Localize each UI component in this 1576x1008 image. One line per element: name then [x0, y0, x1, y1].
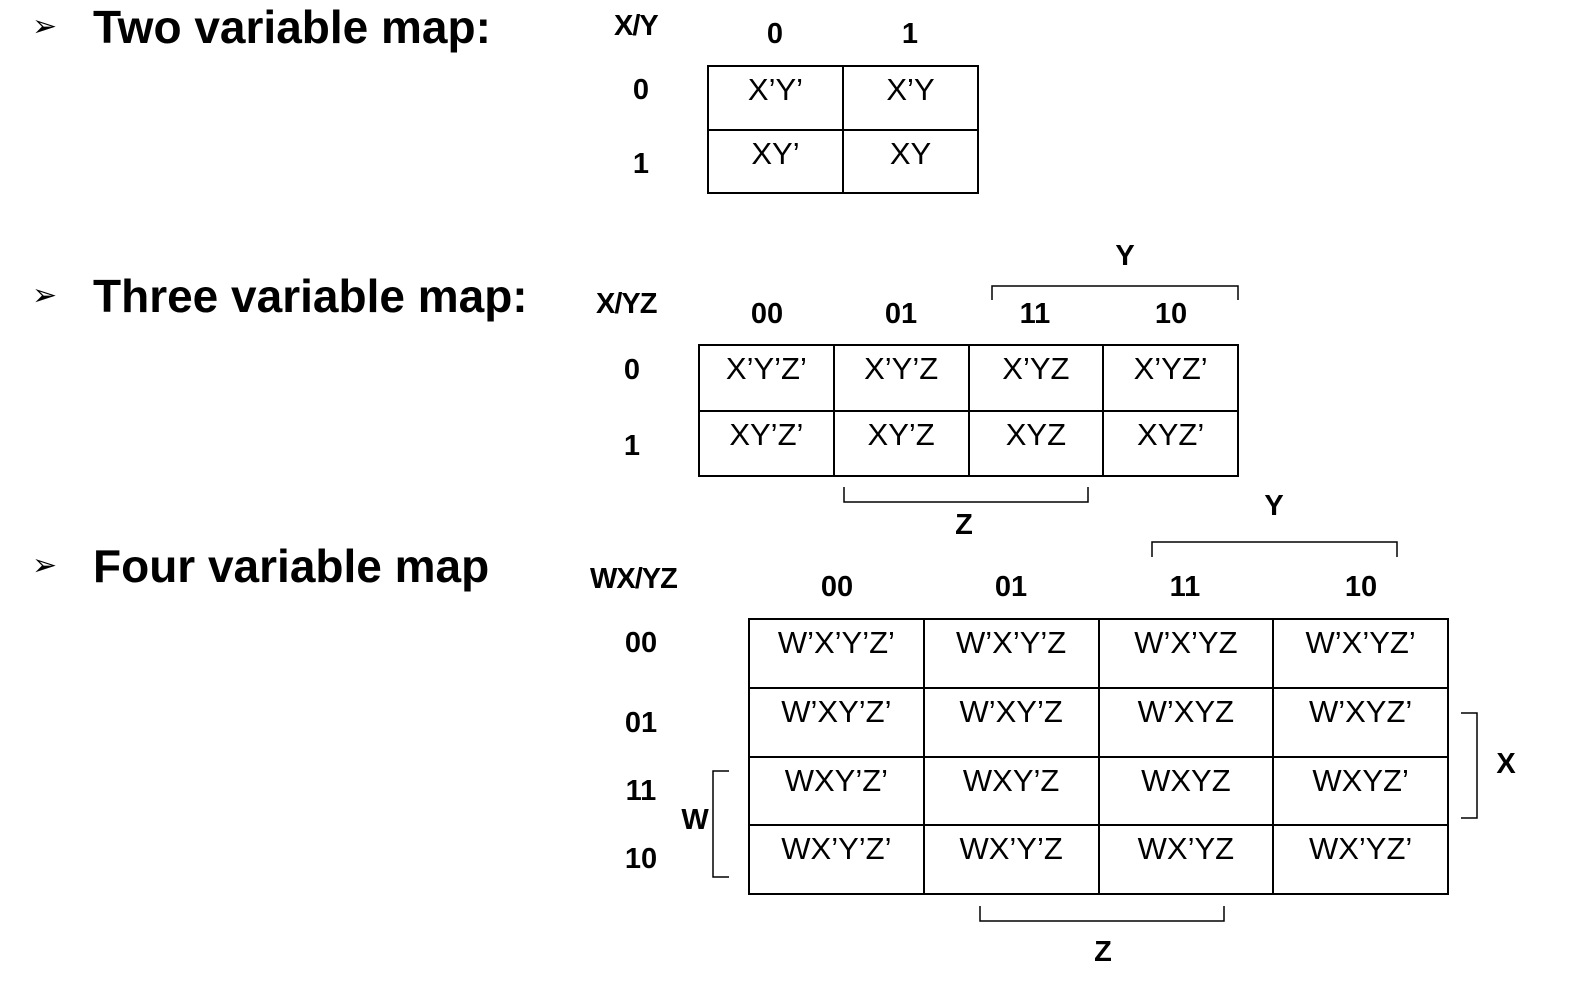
kmap-cell: WX’Y’Z	[922, 824, 1100, 895]
z-bracket-line	[979, 906, 1225, 922]
row-header: 1	[623, 430, 641, 462]
kmap-cell: W’XYZ’	[1272, 686, 1449, 758]
col-header: 1	[901, 18, 919, 50]
kmap-cell: XY’	[707, 128, 844, 194]
row-header: 10	[624, 843, 658, 875]
kmap-cell: X’YZ	[967, 344, 1105, 412]
row-header: 00	[624, 627, 658, 659]
z-bracket-label: Z	[955, 509, 973, 541]
col-header: 0	[766, 18, 784, 50]
kmap-cell: WX’Y’Z’	[748, 824, 925, 895]
three-variable-heading: Three variable map:	[93, 270, 528, 322]
kmap-cell: WXYZ	[1097, 755, 1275, 827]
z-bracket-line	[843, 487, 1089, 503]
kmap-cell: W’X’YZ’	[1272, 618, 1449, 689]
col-header: 11	[1169, 571, 1201, 603]
col-header: 00	[820, 571, 854, 603]
row-header: 01	[624, 707, 658, 739]
bullet-arrow-icon: ➢	[32, 9, 58, 44]
kmap-cell: XYZ’	[1102, 409, 1239, 477]
w-bracket-label: W	[681, 804, 709, 836]
kmap-cell: XYZ	[967, 409, 1105, 477]
bullet-arrow-icon: ➢	[32, 278, 58, 313]
y-bracket-label: Y	[1115, 240, 1135, 272]
z-bracket-label: Z	[1094, 936, 1112, 968]
kmap-cell: W’XYZ	[1097, 686, 1275, 758]
col-header: 00	[750, 298, 784, 330]
four-variable-heading: Four variable map	[93, 540, 490, 592]
w-bracket-line	[712, 770, 729, 878]
two-variable-kmap: X’Y’ X’Y XY’ XY	[707, 65, 979, 194]
y-bracket-line	[991, 285, 1239, 300]
kmap-cell: XY	[842, 128, 979, 194]
col-header: 01	[994, 571, 1028, 603]
col-header: 10	[1154, 298, 1188, 330]
kmap-cell: W’X’Y’Z’	[748, 618, 925, 689]
row-header: 0	[623, 354, 641, 386]
row-header: 0	[632, 74, 650, 106]
x-bracket-label: X	[1496, 748, 1516, 780]
kmap-cell: W’X’YZ	[1097, 618, 1275, 689]
three-variable-kmap: X’Y’Z’ X’Y’Z X’YZ X’YZ’ XY’Z’ XY’Z XYZ X…	[698, 344, 1239, 477]
kmap-cell: X’Y’	[707, 65, 844, 131]
four-variable-corner-label: WX/YZ	[590, 563, 678, 595]
kmap-cell: WXY’Z	[922, 755, 1100, 827]
kmap-cell: W’X’Y’Z	[922, 618, 1100, 689]
row-header: 1	[632, 148, 650, 180]
kmap-cell: W’XY’Z	[922, 686, 1100, 758]
x-bracket-line	[1461, 712, 1478, 819]
y-bracket-line	[1151, 541, 1398, 557]
y-bracket-label: Y	[1264, 490, 1284, 522]
col-header: 01	[884, 298, 918, 330]
kmap-cell: XY’Z’	[698, 409, 835, 477]
col-header: 10	[1344, 571, 1378, 603]
kmap-cell: WXY’Z’	[748, 755, 925, 827]
two-variable-corner-label: X/Y	[614, 10, 659, 42]
kmap-cell: X’Y’Z’	[698, 344, 835, 412]
kmap-cell: X’Y’Z	[832, 344, 970, 412]
col-header: 11	[1019, 298, 1051, 330]
three-variable-corner-label: X/YZ	[596, 288, 657, 320]
kmap-cell: XY’Z	[832, 409, 970, 477]
kmap-cell: X’YZ’	[1102, 344, 1239, 412]
four-variable-kmap: W’X’Y’Z’ W’X’Y’Z W’X’YZ W’X’YZ’ W’XY’Z’ …	[748, 618, 1449, 895]
kmap-cell: WX’YZ	[1097, 824, 1275, 895]
row-header: 11	[625, 775, 657, 807]
kmap-cell: W’XY’Z’	[748, 686, 925, 758]
two-variable-heading: Two variable map:	[93, 1, 491, 53]
kmap-cell: WXYZ’	[1272, 755, 1449, 827]
bullet-arrow-icon: ➢	[32, 548, 58, 583]
kmap-cell: WX’YZ’	[1272, 824, 1449, 895]
kmap-cell: X’Y	[842, 65, 979, 131]
